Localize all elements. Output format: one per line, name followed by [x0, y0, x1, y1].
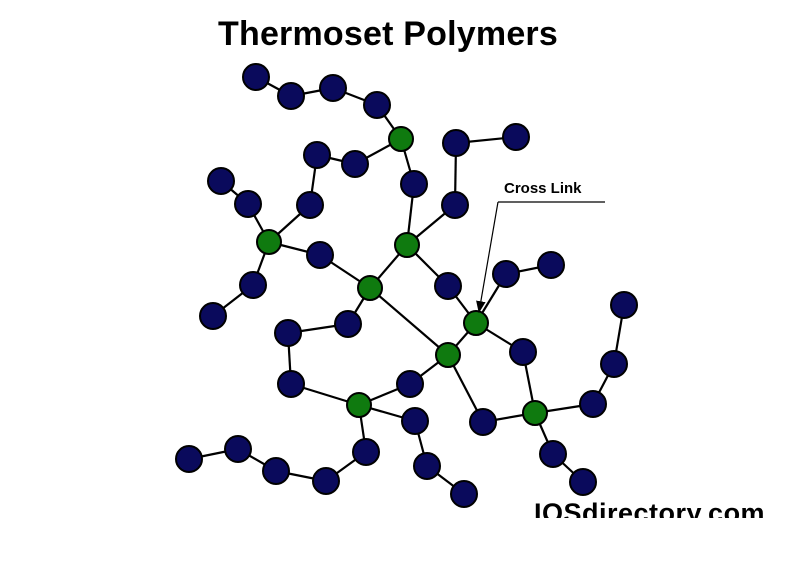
monomer-node — [239, 271, 267, 299]
monomer-node — [434, 272, 462, 300]
monomer-node — [306, 241, 334, 269]
monomer-node — [600, 350, 628, 378]
monomer-node — [242, 63, 270, 91]
monomer-node — [396, 370, 424, 398]
monomer-node — [199, 302, 227, 330]
crosslink-node — [435, 342, 461, 368]
monomer-node — [234, 190, 262, 218]
monomer-node — [277, 82, 305, 110]
monomer-node — [469, 408, 497, 436]
monomer-node — [207, 167, 235, 195]
monomer-node — [442, 129, 470, 157]
watermark-logo: IQSdirectory.com — [534, 498, 766, 518]
monomer-node — [539, 440, 567, 468]
monomer-node — [277, 370, 305, 398]
cross-link-label: Cross Link — [504, 180, 582, 197]
monomer-node — [492, 260, 520, 288]
monomer-node — [413, 452, 441, 480]
monomer-node — [610, 291, 638, 319]
monomer-node — [509, 338, 537, 366]
bond-line — [369, 287, 449, 356]
monomer-node — [400, 170, 428, 198]
monomer-node — [363, 91, 391, 119]
monomer-node — [262, 457, 290, 485]
node-layer — [175, 63, 638, 508]
crosslink-node — [346, 392, 372, 418]
crosslink-node — [463, 310, 489, 336]
monomer-node — [175, 445, 203, 473]
crosslink-node — [388, 126, 414, 152]
monomer-node — [579, 390, 607, 418]
monomer-node — [537, 251, 565, 279]
crosslink-node — [394, 232, 420, 258]
monomer-node — [334, 310, 362, 338]
monomer-node — [296, 191, 324, 219]
monomer-node — [312, 467, 340, 495]
crosslink-node — [357, 275, 383, 301]
monomer-node — [341, 150, 369, 178]
crosslink-node — [522, 400, 548, 426]
callout-arrow — [476, 201, 499, 314]
monomer-node — [569, 468, 597, 496]
cross-link-pointer — [476, 201, 605, 314]
monomer-node — [319, 74, 347, 102]
monomer-node — [441, 191, 469, 219]
monomer-node — [502, 123, 530, 151]
monomer-node — [303, 141, 331, 169]
monomer-node — [450, 480, 478, 508]
monomer-node — [352, 438, 380, 466]
monomer-node — [274, 319, 302, 347]
crosslink-node — [256, 229, 282, 255]
diagram-title: Thermoset Polymers — [218, 15, 558, 53]
monomer-node — [401, 407, 429, 435]
monomer-node — [224, 435, 252, 463]
